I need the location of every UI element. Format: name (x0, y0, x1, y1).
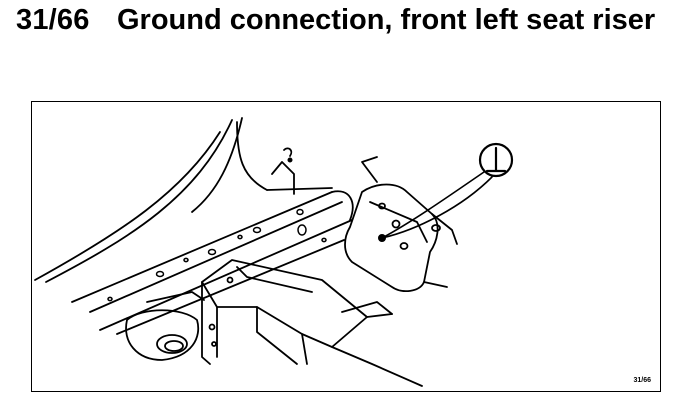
seat-riser-block (344, 156, 458, 293)
ground-symbol-icon (478, 142, 514, 178)
rail-holes (107, 208, 327, 302)
figure-reference: 31/66 (633, 377, 651, 384)
seat-riser-illustration (34, 117, 514, 387)
ground-callout-leader (377, 171, 493, 243)
page-heading: 31/66 Ground connection, front left seat… (16, 2, 676, 82)
illustration-frame: 31/66 (31, 101, 661, 392)
seat-riser-crossmember (201, 259, 423, 387)
section-title: Ground connection, front left seat riser (117, 4, 656, 36)
floor-rail (71, 147, 354, 335)
lower-bracket (125, 291, 205, 361)
section-number: 31/66 (16, 4, 90, 36)
body-sill-outline (34, 117, 268, 283)
